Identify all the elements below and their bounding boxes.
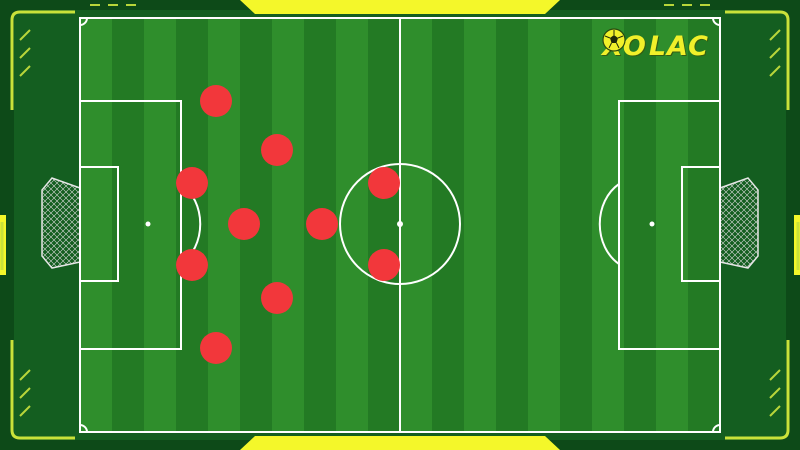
team-formation bbox=[176, 85, 400, 364]
corner-arc-br bbox=[712, 424, 721, 433]
right-goal bbox=[719, 177, 759, 269]
center-spot bbox=[397, 221, 403, 227]
logo-text-right: LAC bbox=[648, 30, 709, 62]
frame-corner-lines bbox=[0, 10, 800, 440]
player-marker bbox=[368, 167, 400, 199]
left-goal-area bbox=[79, 166, 119, 282]
player-marker bbox=[368, 249, 400, 281]
player-marker bbox=[200, 85, 232, 117]
player-marker bbox=[176, 249, 208, 281]
corner-arc-bl bbox=[79, 424, 88, 433]
center-circle bbox=[339, 163, 461, 285]
player-marker bbox=[261, 282, 293, 314]
left-penalty-spot bbox=[145, 221, 151, 227]
brand-logo: XO LAC bbox=[602, 28, 709, 64]
soccer-ball-icon bbox=[602, 28, 626, 52]
left-goal bbox=[41, 177, 81, 269]
right-penalty-arc bbox=[598, 183, 620, 265]
frame-dash-marks bbox=[19, 4, 781, 417]
corner-arc-tl bbox=[79, 17, 88, 26]
right-penalty-spot bbox=[649, 221, 655, 227]
corner-arc-tr bbox=[712, 17, 721, 26]
right-goal-area bbox=[681, 166, 721, 282]
player-marker bbox=[200, 332, 232, 364]
player-marker bbox=[261, 134, 293, 166]
player-marker bbox=[176, 167, 208, 199]
player-marker bbox=[228, 208, 260, 240]
player-marker bbox=[306, 208, 338, 240]
pitch-spots bbox=[145, 221, 655, 227]
